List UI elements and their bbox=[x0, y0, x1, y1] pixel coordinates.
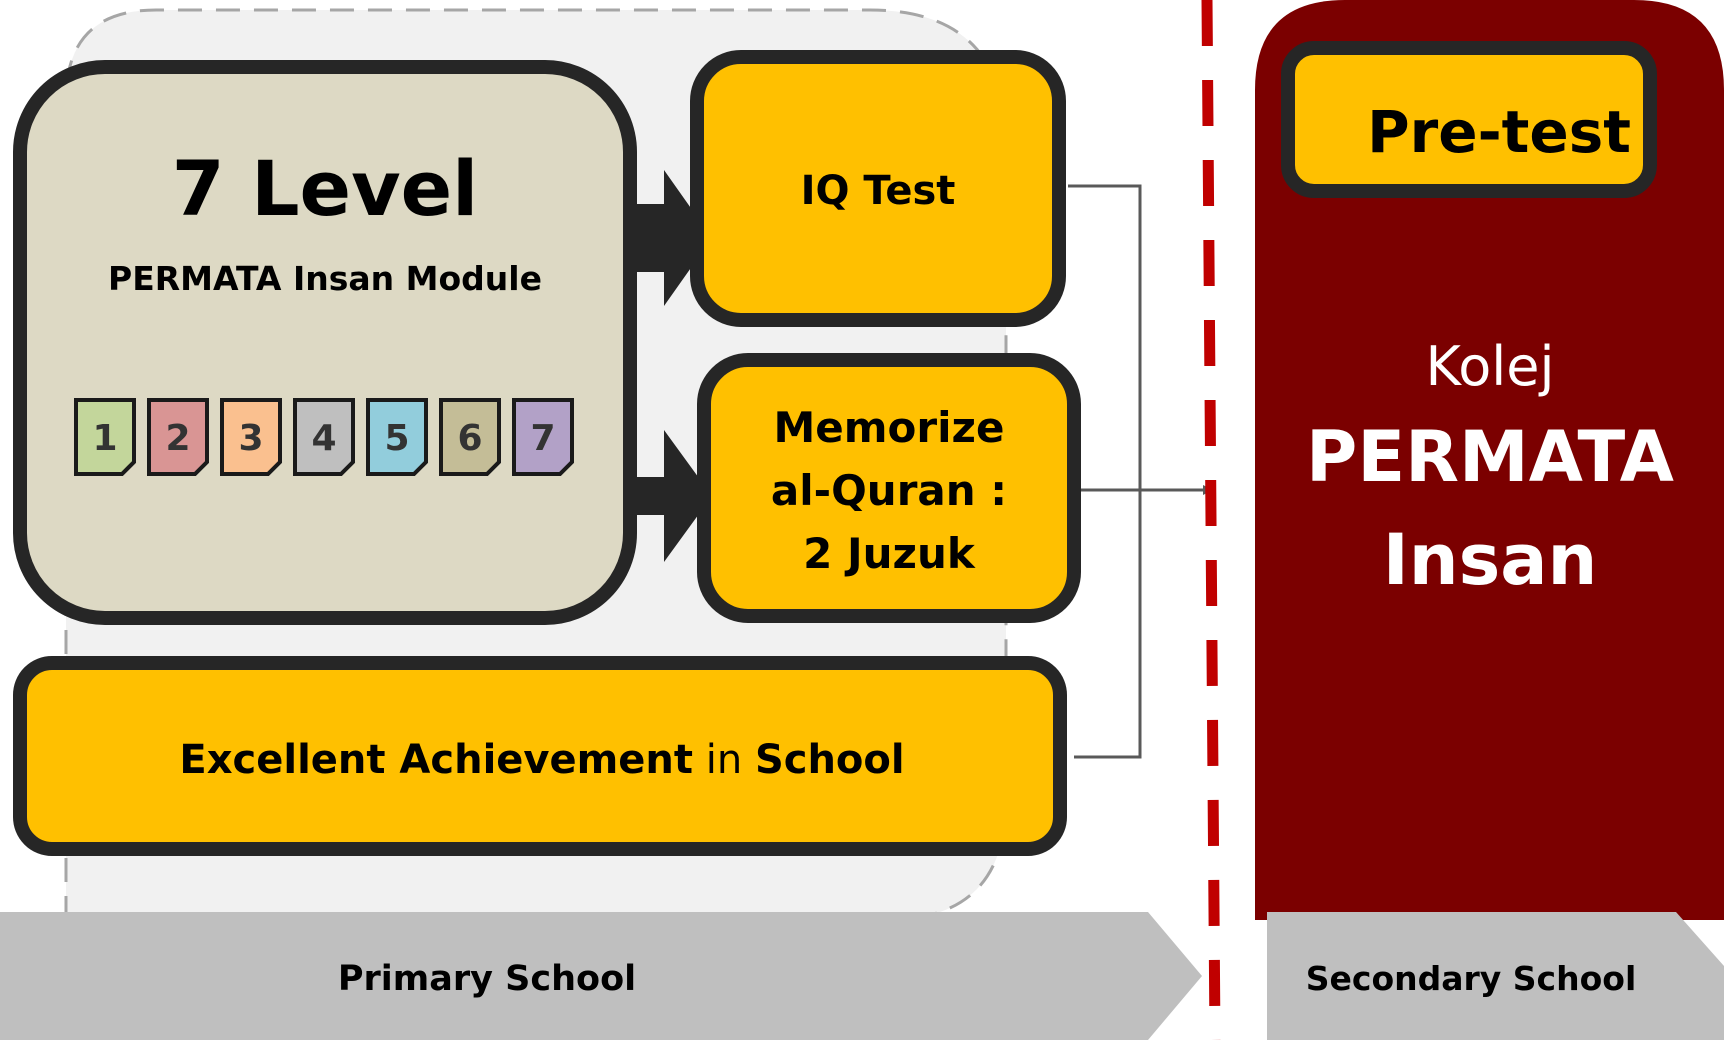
module-book-1: 1 bbox=[74, 398, 136, 476]
module-book-label: 6 bbox=[457, 418, 482, 459]
module-arrows bbox=[630, 170, 712, 562]
secondary-school-label: Secondary School bbox=[1306, 959, 1637, 998]
level-module-title: 7 Level bbox=[172, 144, 478, 233]
memorize-line-1: Memorize bbox=[774, 403, 1005, 452]
pretest-box bbox=[1281, 41, 1657, 198]
primary-school-arrow bbox=[0, 912, 1202, 1040]
kolej-line-3: Insan bbox=[1383, 519, 1598, 601]
module-book-shape bbox=[147, 398, 209, 476]
module-book-5: 5 bbox=[366, 398, 428, 476]
kolej-line-1: Kolej bbox=[1426, 335, 1555, 398]
achievement-label-part-1: Excellent Achievement bbox=[179, 737, 693, 783]
module-book-label: 3 bbox=[238, 418, 263, 459]
module-book-shape bbox=[220, 398, 282, 476]
pretest-label: Pre-test bbox=[1367, 98, 1631, 166]
module-book-shape bbox=[293, 398, 355, 476]
memorize-box bbox=[697, 353, 1081, 623]
iq-test-box bbox=[690, 50, 1066, 327]
achievement-label-part-2: in bbox=[693, 737, 755, 783]
module-book-label: 4 bbox=[311, 418, 336, 459]
iq-test-label: IQ Test bbox=[801, 168, 956, 214]
achievement-label-part-3: School bbox=[755, 737, 905, 783]
module-book-label: 7 bbox=[530, 418, 555, 459]
achievement-box bbox=[13, 656, 1067, 856]
secondary-school-arrow bbox=[1267, 912, 1724, 1040]
module-book-shape bbox=[74, 398, 136, 476]
module-book-4: 4 bbox=[293, 398, 355, 476]
module-book-label: 1 bbox=[92, 418, 117, 459]
module-books: 1 2 3 4 5 6 7 bbox=[74, 398, 574, 476]
connector-lines bbox=[1068, 184, 1213, 759]
module-book-shape bbox=[512, 398, 574, 476]
module-book-6: 6 bbox=[439, 398, 501, 476]
memorize-line-3: 2 Juzuk bbox=[803, 529, 976, 578]
module-book-3: 3 bbox=[220, 398, 282, 476]
kolej-panel bbox=[1255, 0, 1724, 920]
level-module-box bbox=[13, 60, 637, 625]
module-book-2: 2 bbox=[147, 398, 209, 476]
module-book-shape bbox=[366, 398, 428, 476]
arrow-to-iq-test bbox=[630, 170, 712, 306]
level-module-subtitle: PERMATA Insan Module bbox=[108, 259, 542, 298]
arrow-to-memorize bbox=[630, 430, 712, 562]
module-book-shape bbox=[439, 398, 501, 476]
stage-divider bbox=[1201, 0, 1221, 1040]
module-book-label: 2 bbox=[165, 418, 190, 459]
module-book-label: 5 bbox=[384, 418, 409, 459]
kolej-line-2: PERMATA bbox=[1306, 416, 1674, 498]
memorize-line-2: al-Quran : bbox=[771, 466, 1007, 515]
primary-school-label: Primary School bbox=[338, 959, 636, 999]
module-book-7: 7 bbox=[512, 398, 574, 476]
achievement-label: Excellent Achievement in School bbox=[179, 737, 904, 783]
